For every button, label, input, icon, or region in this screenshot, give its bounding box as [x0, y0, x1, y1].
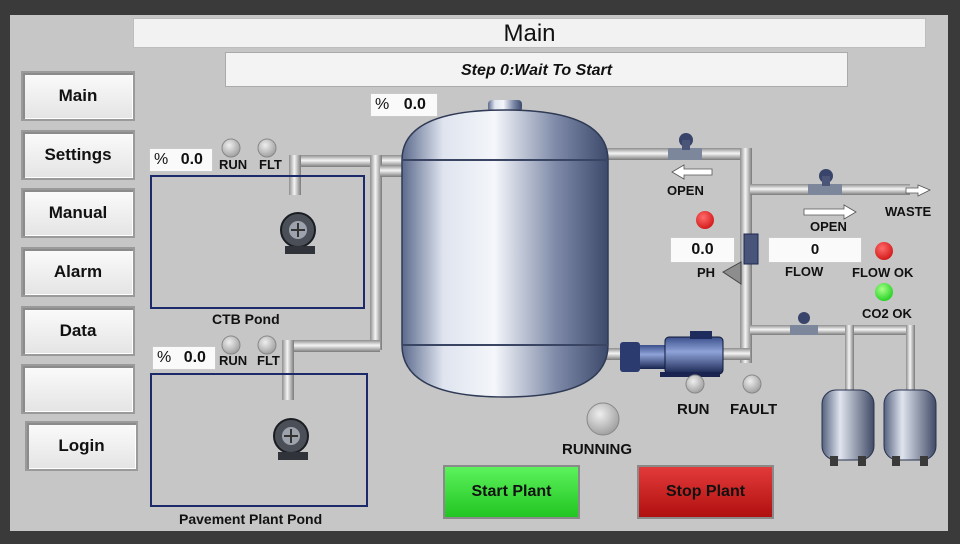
- flow-ok-lamp: [875, 242, 893, 260]
- ph-label: PH: [697, 265, 716, 280]
- pavement-level-unit: %: [157, 349, 172, 366]
- co2-ok-lamp: [875, 283, 893, 301]
- tank-level-value: 0.0: [403, 96, 426, 113]
- co2-valve: [790, 312, 818, 335]
- ctb-pump-icon: [280, 212, 316, 254]
- co2-ok-label: CO2 OK: [862, 306, 912, 321]
- nav-button-settings[interactable]: Settings: [21, 130, 135, 180]
- nav-button-main[interactable]: Main: [21, 71, 135, 121]
- stop-plant-button[interactable]: Stop Plant: [637, 465, 774, 519]
- ctb-level-value: 0.0: [180, 151, 203, 168]
- tank-level-unit: %: [375, 96, 390, 113]
- valve2-state: OPEN: [810, 219, 847, 234]
- outlet-valve-2: [808, 169, 842, 195]
- flow-arrow-right-icon: [803, 204, 857, 220]
- flow-sensor-icon: [743, 233, 759, 265]
- co2-pipe-drop-1: [845, 325, 854, 395]
- co2-tank-1: [821, 389, 875, 466]
- pavement-pump-icon: [273, 418, 309, 460]
- ctb-level-unit: %: [154, 151, 169, 168]
- main-tank: [401, 100, 609, 398]
- step-status: Step 0:Wait To Start: [225, 52, 848, 87]
- pump-fault-label: FAULT: [730, 401, 778, 418]
- transfer-pump: [620, 331, 724, 377]
- pavement-pipe-top: [290, 340, 380, 352]
- start-plant-button[interactable]: Start Plant: [443, 465, 580, 519]
- pavement-pipe-riser: [370, 155, 382, 350]
- ph-alarm-lamp: [696, 211, 714, 229]
- pump-fault-lamp: [742, 374, 762, 394]
- pavement-pond: [150, 373, 368, 507]
- running-lamp: [586, 402, 620, 436]
- ctb-run-label: RUN: [219, 157, 248, 172]
- ctb-pond-label: CTB Pond: [212, 311, 280, 327]
- nav-button-alarm[interactable]: Alarm: [21, 247, 135, 297]
- waste-label: WASTE: [885, 204, 932, 219]
- flow-arrow-left-icon: [671, 164, 713, 180]
- running-label: RUNNING: [562, 441, 632, 458]
- ctb-flt-label: FLT: [259, 157, 282, 172]
- pavement-level-value: 0.0: [183, 349, 206, 366]
- flow-ok-label: FLOW OK: [852, 265, 914, 280]
- co2-pipe: [750, 325, 915, 335]
- pump-run-lamp: [685, 374, 705, 394]
- ctb-flt-lamp: [257, 138, 277, 158]
- ctb-run-lamp: [221, 138, 241, 158]
- pavement-level-display: % 0.0: [152, 346, 216, 370]
- tank-level-display: % 0.0: [370, 93, 438, 117]
- pump-run-label: RUN: [677, 401, 710, 418]
- ctb-pond: [150, 175, 365, 309]
- nav-button-login[interactable]: Login: [25, 421, 138, 471]
- nav-button-data[interactable]: Data: [21, 306, 135, 356]
- waste-arrow-icon: [905, 184, 931, 197]
- pavement-pipe-drop: [282, 340, 294, 400]
- ph-probe-icon: [722, 261, 742, 285]
- pavement-flt-label: FLT: [257, 353, 280, 368]
- co2-pipe-drop-2: [906, 325, 915, 395]
- tank-inlet-pipe: [380, 165, 405, 177]
- pavement-run-label: RUN: [219, 353, 248, 368]
- nav-button-blank[interactable]: [21, 364, 135, 414]
- pavement-flt-lamp: [257, 335, 277, 355]
- ctb-level-display: % 0.0: [149, 148, 213, 172]
- nav-button-manual[interactable]: Manual: [21, 188, 135, 238]
- pavement-pond-label: Pavement Plant Pond: [179, 511, 323, 527]
- page-title: Main: [133, 18, 926, 48]
- pavement-run-lamp: [221, 335, 241, 355]
- ph-value-display: 0.0: [670, 237, 735, 263]
- co2-tank-2: [883, 389, 937, 466]
- valve1-state: OPEN: [667, 183, 704, 198]
- outlet-valve-1: [668, 133, 702, 160]
- flow-value-display: 0: [768, 237, 862, 263]
- flow-label: FLOW: [785, 264, 824, 279]
